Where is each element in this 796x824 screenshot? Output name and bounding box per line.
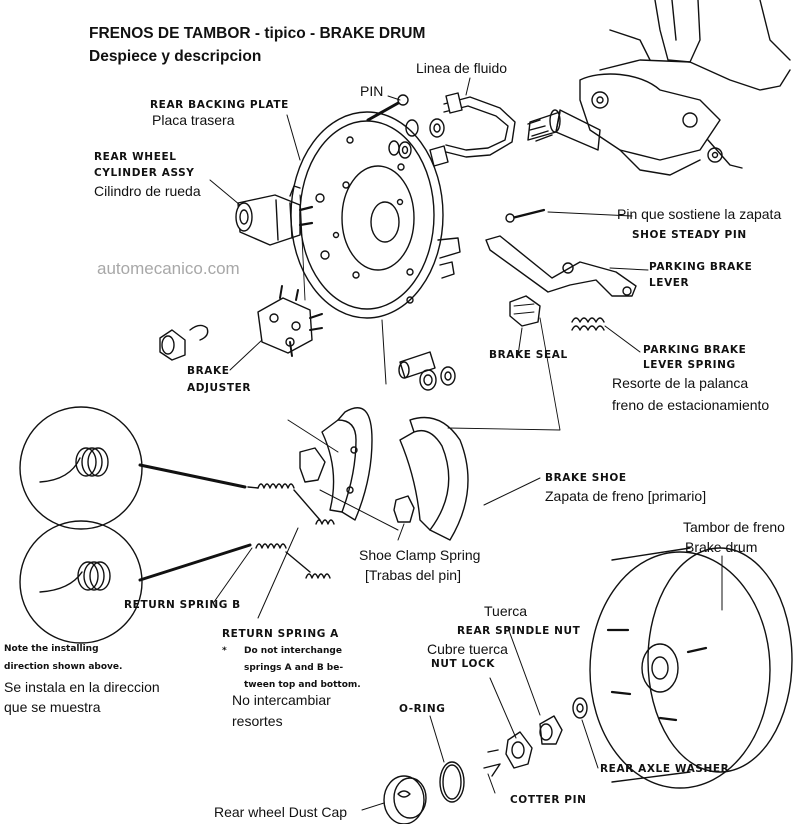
parking-lever-parts xyxy=(485,208,637,331)
label-parking-brake-lever-2: LEVER xyxy=(649,277,690,289)
label-return-spring-a: RETURN SPRING A xyxy=(222,628,339,640)
label-return-spring-b: RETURN SPRING B xyxy=(124,599,241,611)
label-tambor-de-freno: Tambor de freno xyxy=(683,519,785,535)
diagram-title: FRENOS DE TAMBOR - tipico - BRAKE DRUM xyxy=(89,25,426,42)
caution-line-1: Do not interchange xyxy=(244,646,342,656)
small-bushings xyxy=(398,351,456,391)
label-resorte-palanca: Resorte de la palanca xyxy=(612,375,749,391)
note-instala-direccion: Se instala en la direccion xyxy=(4,679,160,695)
brake-adjuster xyxy=(159,285,323,361)
brake-shoes xyxy=(299,407,469,541)
return-springs xyxy=(247,483,335,579)
label-pin-zapata: Pin que sostiene la zapata xyxy=(617,206,782,222)
label-parking-lever-spring-1: PARKING BRAKE xyxy=(643,344,747,356)
caution-resortes: resortes xyxy=(232,713,283,729)
caution-line-3: tween top and bottom. xyxy=(244,680,361,690)
detail-arrow-bottom xyxy=(138,543,252,582)
label-nut-lock: NUT LOCK xyxy=(431,658,496,670)
label-trabas-del-pin: [Trabas del pin] xyxy=(365,567,461,583)
label-brake-adjuster-2: ADJUSTER xyxy=(187,382,252,394)
label-rear-axle-washer: REAR AXLE WASHER xyxy=(600,763,730,775)
label-freno-estacionamiento: freno de estacionamiento xyxy=(612,397,770,413)
note-que-se-muestra: que se muestra xyxy=(4,699,101,715)
label-placa-trasera: Placa trasera xyxy=(152,112,235,128)
label-o-ring: O-RING xyxy=(399,703,446,715)
label-rear-spindle-nut: REAR SPINDLE NUT xyxy=(457,625,581,637)
label-cylinder-assy: CYLINDER ASSY xyxy=(94,167,195,179)
diagram-subtitle: Despiece y descripcion xyxy=(89,48,262,65)
backing-plate xyxy=(290,111,461,319)
label-tuerca: Tuerca xyxy=(484,603,528,619)
label-brake-adjuster-1: BRAKE xyxy=(187,365,230,377)
label-brake-shoe: BRAKE SHOE xyxy=(545,472,627,484)
label-shoe-steady-pin: SHOE STEADY PIN xyxy=(632,229,747,241)
detail-arrow-top xyxy=(138,463,247,489)
caution-star: * xyxy=(222,646,227,656)
wheel-cylinder xyxy=(235,185,314,246)
label-rear-wheel-dust-cap: Rear wheel Dust Cap xyxy=(214,804,348,820)
label-cotter-pin: COTTER PIN xyxy=(510,794,587,806)
caution-no-intercambiar: No intercambiar xyxy=(232,692,331,708)
label-brake-seal: BRAKE SEAL xyxy=(489,349,568,361)
label-zapata-de-freno: Zapata de freno [primario] xyxy=(545,488,707,504)
label-parking-brake-lever-1: PARKING BRAKE xyxy=(649,261,753,273)
note-installing-2: direction shown above. xyxy=(4,662,123,672)
label-parking-lever-spring-2: LEVER SPRING xyxy=(643,359,736,371)
label-cilindro-de-rueda: Cilindro de rueda xyxy=(94,183,201,199)
label-shoe-clamp-spring: Shoe Clamp Spring xyxy=(359,547,481,563)
hub-small-parts xyxy=(383,697,588,824)
note-installing-1: Note the installing xyxy=(4,644,99,654)
label-rear-backing-plate: REAR BACKING PLATE xyxy=(150,99,289,111)
spring-detail-circles xyxy=(19,406,143,644)
label-linea-de-fluido: Linea de fluido xyxy=(416,60,508,76)
leader-lines xyxy=(209,77,723,811)
label-brake-drum: Brake drum xyxy=(685,539,758,555)
watermark: automecanico.com xyxy=(97,259,240,278)
label-pin: PIN xyxy=(360,83,384,99)
brake-drum xyxy=(589,547,793,789)
knuckle-spindle xyxy=(527,0,791,176)
label-cubre-tuerca: Cubre tuerca xyxy=(427,641,508,657)
pin-and-fluid-line xyxy=(366,92,516,167)
label-rear-wheel: REAR WHEEL xyxy=(94,151,177,163)
caution-line-2: springs A and B be- xyxy=(244,663,344,673)
